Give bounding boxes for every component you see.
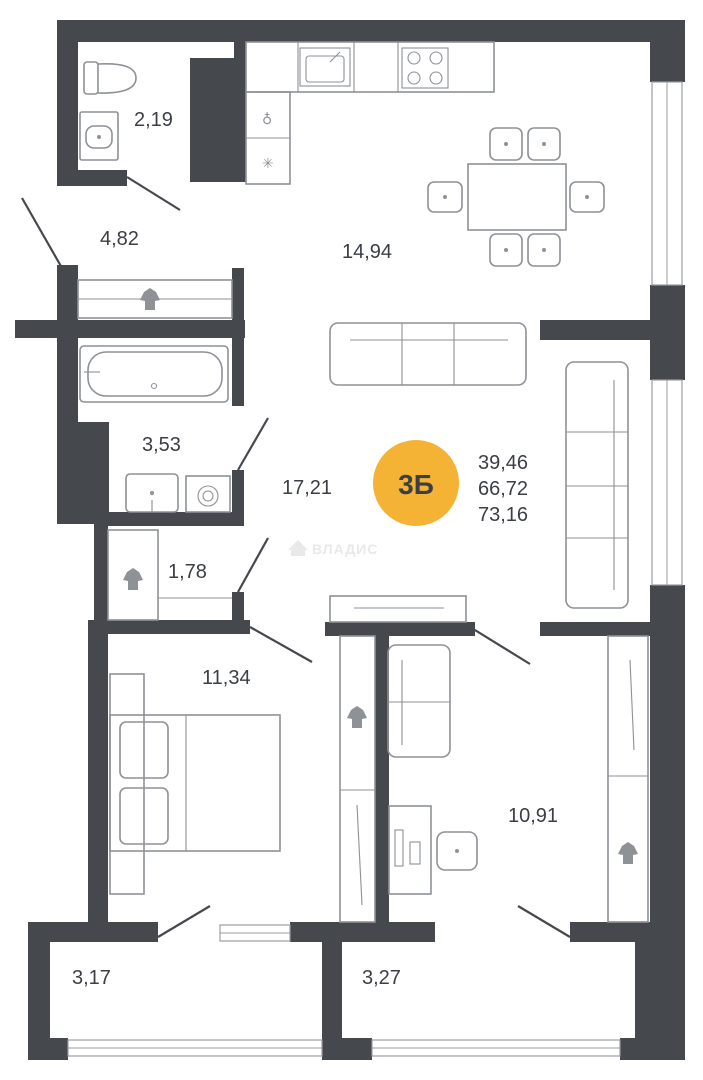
- closet-wardrobe: [107, 529, 232, 621]
- chair-icon: [489, 233, 523, 267]
- chair-icon: [489, 127, 523, 161]
- watermark: ВЛАДИС: [288, 540, 378, 557]
- svg-text:♁: ♁: [262, 112, 272, 128]
- room-labels: 2,19 4,82 14,94 3,53 17,21 1,78 11,34 10…: [72, 109, 558, 989]
- room-area-small-room: 10,91: [508, 805, 558, 827]
- toilet-icon: [83, 61, 137, 95]
- chair-icon: [436, 831, 478, 871]
- room-area-toilet: 2,19: [134, 109, 173, 131]
- total-area-with-balconies: 73,16: [478, 504, 528, 526]
- room-area-kitchen-living: 14,94: [342, 241, 392, 263]
- badge-circle: [373, 440, 459, 526]
- watermark-text: ВЛАДИС: [312, 541, 378, 557]
- chair-icon: [569, 181, 605, 213]
- chair-icon: [527, 233, 561, 267]
- sofa-icon: [329, 322, 527, 386]
- room-area-closet: 1,78: [168, 561, 207, 583]
- walls: [15, 20, 685, 1060]
- room-area-bathroom: 3,53: [142, 434, 181, 456]
- sink-icon: [79, 111, 119, 161]
- room-area-bedroom: 11,34: [202, 667, 251, 689]
- wardrobe-icon: [339, 635, 376, 923]
- area-summary: 39,46 66,72 73,16: [478, 452, 528, 526]
- washing-machine-icon: [185, 475, 231, 513]
- wardrobe-icon: [77, 279, 233, 319]
- chair-icon: [527, 127, 561, 161]
- doors: [21, 176, 571, 938]
- living-area: 39,46: [478, 452, 528, 474]
- total-area: 66,72: [478, 478, 528, 500]
- apartment-type: 3Б: [398, 469, 434, 500]
- tv-unit: [329, 595, 467, 623]
- room-area-corridor: 17,21: [282, 477, 332, 499]
- svg-text:✳: ✳: [262, 156, 274, 172]
- dining-table-icon: [427, 127, 605, 267]
- desk-icon: [388, 805, 432, 895]
- sofa-icon: [565, 361, 629, 609]
- apartment-badge: 3Б: [373, 440, 459, 526]
- chair-icon: [427, 181, 463, 213]
- kitchen-counter: ♁ ✳: [245, 41, 495, 185]
- wardrobe-icon: [607, 635, 649, 923]
- room-area-balcony-left: 3,17: [72, 967, 111, 989]
- room-area-balcony-right: 3,27: [362, 967, 401, 989]
- sink-icon: [125, 473, 179, 513]
- windows: [67, 81, 683, 1057]
- bed-icon: [109, 673, 281, 895]
- room-area-hall-top: 4,82: [100, 228, 139, 250]
- bathtub-icon: [79, 345, 229, 403]
- sofa-icon: [387, 644, 451, 758]
- stove-icon: [401, 47, 449, 89]
